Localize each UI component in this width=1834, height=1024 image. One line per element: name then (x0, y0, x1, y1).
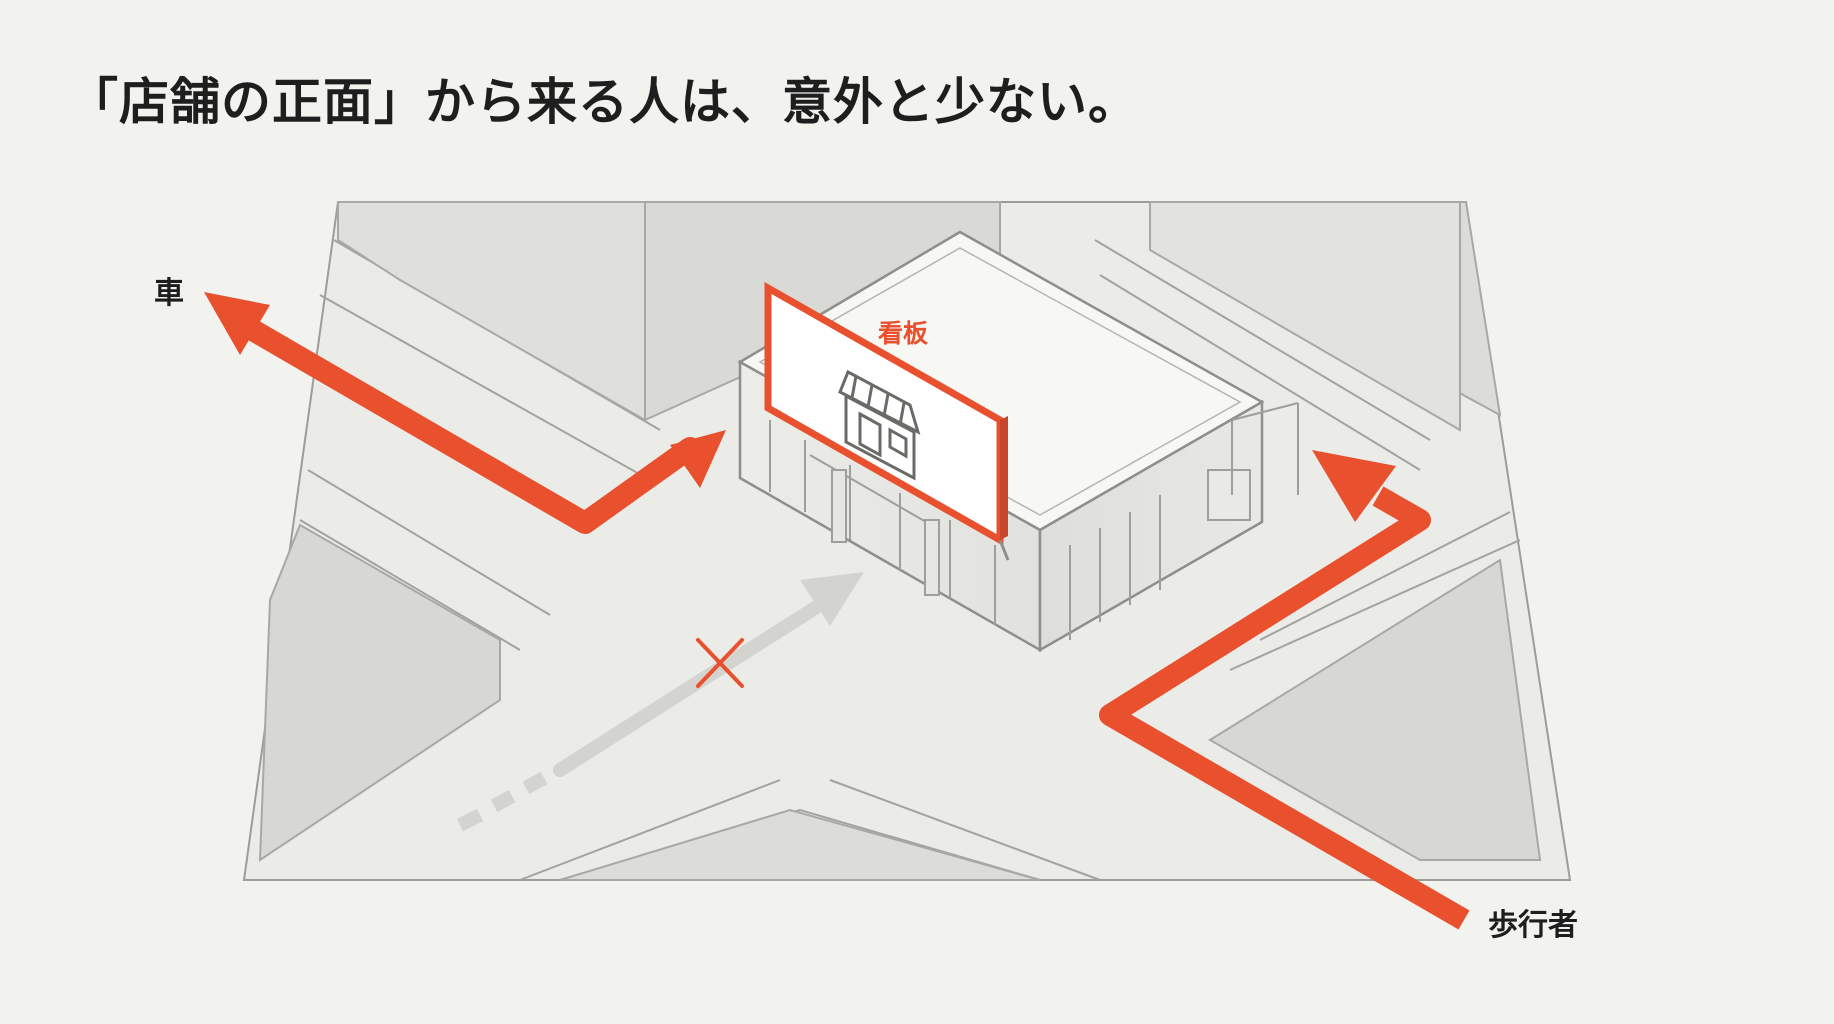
car-label: 車 (154, 276, 184, 311)
tower-right (1149, 201, 1461, 432)
block-right-lower (1208, 558, 1542, 861)
city-blocks (258, 201, 1542, 881)
signboard (764, 281, 1010, 561)
slide-title: 「店舗の正面」から来る人は、意外と少ない。 (68, 73, 1139, 131)
pedestrian-label: 歩行者 (1488, 908, 1578, 943)
block-left-lower (258, 523, 501, 862)
block-top-left (337, 201, 646, 422)
signboard-label: 看板 (878, 319, 929, 348)
storefront-icon (838, 369, 921, 481)
pedestrian-route-arrow (1099, 450, 1470, 930)
front-approach-arrow (456, 572, 864, 832)
cross-mark-icon (696, 638, 744, 688)
block-bottom (559, 808, 1041, 881)
car-route-arrow (204, 292, 726, 534)
